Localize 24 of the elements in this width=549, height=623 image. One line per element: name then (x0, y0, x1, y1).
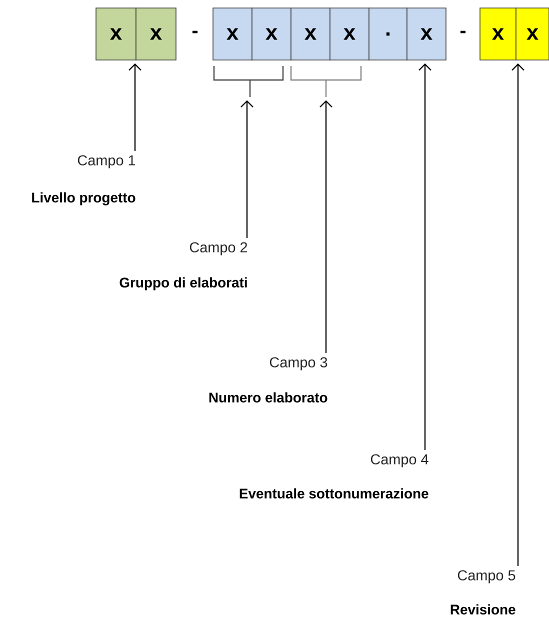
code-cell: x (252, 8, 292, 60)
code-cell: x (96, 8, 136, 60)
field-label: Campo 4 Eventuale sottonumerazione (240, 454, 428, 499)
arrow (128, 63, 142, 151)
code-cell: x (406, 8, 446, 60)
bracket (213, 65, 284, 98)
code-cell: . (368, 8, 408, 60)
code-cell: x (330, 8, 370, 60)
field-label: Campo 3 Numero elaborato (209, 357, 328, 403)
arrow (320, 100, 332, 353)
code-cell: x (290, 8, 330, 60)
field-label: Campo 1 Livello progetto (32, 155, 136, 206)
bracket (290, 65, 362, 98)
arrow (240, 100, 254, 238)
code-cell: x (480, 8, 516, 60)
field-label: Campo 5 Revisione (450, 570, 516, 615)
arrow (512, 63, 524, 566)
code-cell: x (212, 8, 252, 60)
field-label: Campo 2 Gruppo di elaborati (120, 242, 248, 290)
separator-dash: - (460, 30, 466, 34)
code-cell: x (516, 8, 549, 60)
arrow (418, 63, 432, 450)
separator-dash: - (192, 30, 198, 34)
code-cell: x (136, 8, 176, 60)
